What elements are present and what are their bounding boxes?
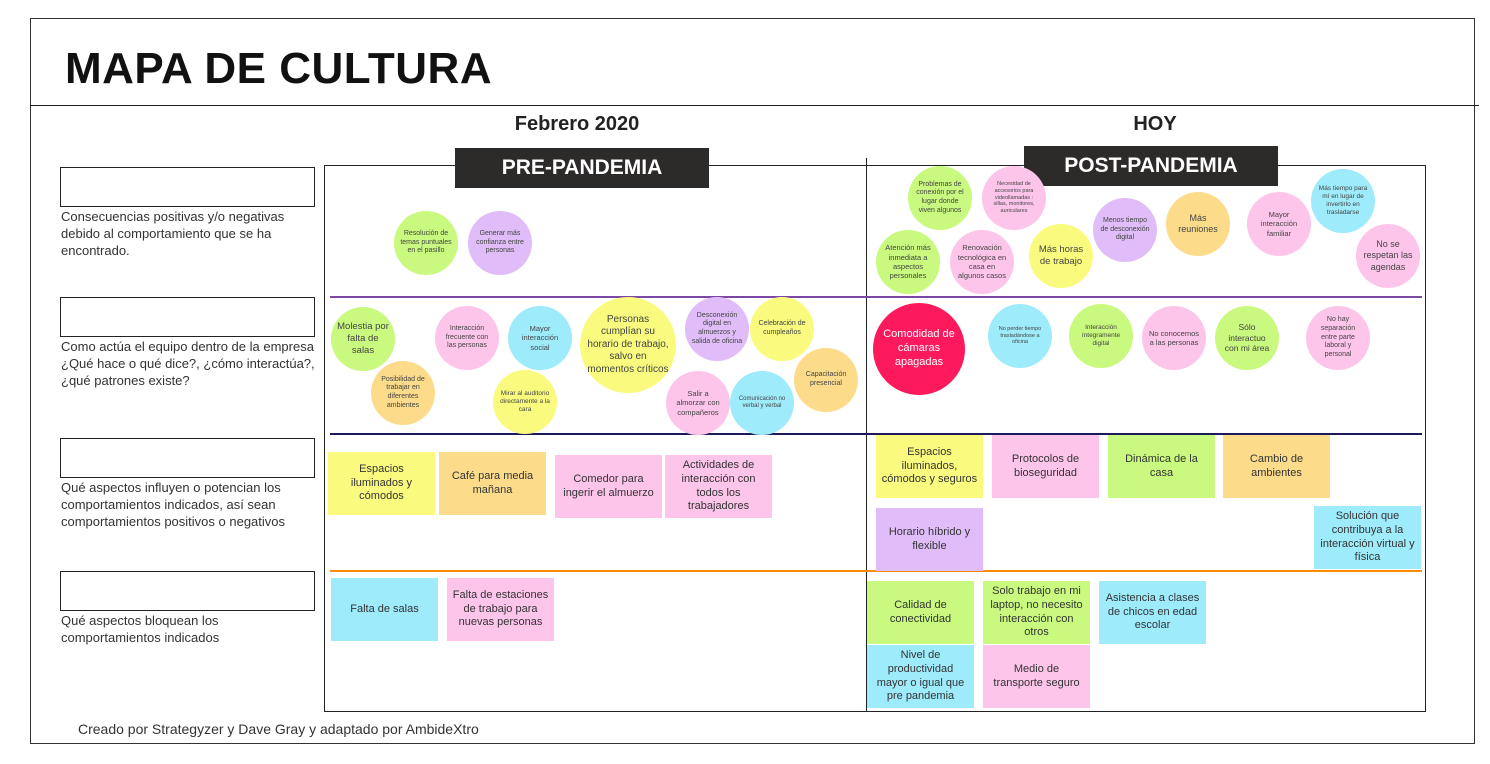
row-label-resultados: 2. RESULTADOS [60,167,315,207]
resultados-post-circle: Atención más inmediata a aspectos person… [876,230,940,294]
comportamientos-post-circle: No conocemos a las personas [1142,306,1206,370]
comportamientos-pre-circle: Posibilidad de trabajar en diferentes am… [371,361,435,425]
deshabilitadores-post-sticky-note: Asistencia a clases de chicos en edad es… [1099,581,1206,644]
habilitadores-pre-sticky-note: Espacios iluminados y cómodos [328,452,435,515]
habilitadores-pre-sticky-note: Comedor para ingerir el almuerzo [555,455,662,518]
row-desc-resultados: Consecuencias positivas y/o negativas de… [61,209,285,258]
credits-footer: Creado por Strategyzer y Dave Gray y ada… [78,721,479,737]
comportamientos-post-circle: Comodidad de cámaras apagadas [873,303,965,395]
habilitadores-post-sticky-note: Solución que contribuya a la interacción… [1314,506,1421,569]
comportamientos-pre-circle: Desconexión digital en almuerzos y salid… [685,297,749,361]
row-label-comportamientos: 1. COMPORTAMIENTOS [60,297,315,337]
habilitadores-pre-sticky-note: Actividades de interacción con todos los… [665,455,772,518]
habilitadores-pre-sticky-note: Café para media mañana [439,452,546,515]
resultados-pre-circle: Resolución de temas puntuales en el pasi… [394,211,458,275]
resultados-post-circle: Más horas de trabajo [1029,224,1093,288]
habilitadores-post-sticky-note: Espacios iluminados, cómodos y seguros [876,435,983,498]
comportamientos-pre-circle: Celebración de cumpleaños [750,297,814,361]
comportamientos-post-circle: No perder tiempo trasladándose a oficina [988,304,1052,368]
map-board [324,165,1426,712]
row-divider-comportamientos [330,433,1422,435]
resultados-post-circle: Problemas de conexión por el lugar donde… [908,166,972,230]
comportamientos-pre-circle: Mayor interacción social [508,306,572,370]
deshabilitadores-pre-sticky-note: Falta de salas [331,578,438,641]
resultados-post-circle: Más tiempo para mí en lugar de invertirl… [1311,169,1375,233]
canvas-frame [30,18,1475,744]
deshabilitadores-post-sticky-note: Nivel de productividad mayor o igual que… [867,645,974,708]
comportamientos-post-circle: Sólo interactuo con mi área [1215,306,1279,370]
page-title: MAPA DE CULTURA [65,44,493,93]
deshabilitadores-post-sticky-note: Medio de transporte seguro [983,645,1090,708]
comportamientos-pre-circle: Interacción frecuente con las personas [435,306,499,370]
comportamientos-post-circle: Interacción íntegramente digital [1069,304,1133,368]
habilitadores-post-sticky-note: Horario híbrido y flexible [876,508,983,571]
resultados-pre-circle: Generar más confianza entre personas [468,211,532,275]
deshabilitadores-pre-sticky-note: Falta de estaciones de trabajo para nuev… [447,578,554,641]
comportamientos-pre-circle: Comunicación no verbal y verbal [730,371,794,435]
pre-date-heading: Febrero 2020 [514,113,640,135]
habilitadores-post-sticky-note: Protocolos de bioseguridad [992,435,1099,498]
row-label-habilitadores: 3. HABILITADORES [60,438,315,478]
row-desc-comportamientos: Como actúa el equipo dentro de la empres… [61,339,315,388]
title-divider [30,105,1479,106]
row-divider-habilitadores [330,570,1422,572]
resultados-post-circle: Más reuniones [1166,192,1230,256]
comportamientos-pre-circle: Salir a almorzar con compañeros [666,371,730,435]
post-pandemia-header: POST-PANDEMIA [1024,146,1278,186]
deshabilitadores-post-sticky-note: Calidad de conectividad [867,581,974,644]
resultados-post-circle: Mayor interacción familiar [1247,192,1311,256]
resultados-post-circle: Necesidad de accesorios para videollamad… [982,166,1046,230]
habilitadores-post-sticky-note: Dinámica de la casa [1108,435,1215,498]
comportamientos-pre-circle: Molestia por falta de salas [331,307,395,371]
comportamientos-pre-circle: Personas cumplían su horario de trabajo,… [580,297,676,393]
resultados-post-circle: No se respetan las agendas [1356,224,1420,288]
row-label-deshabilitadores: 4. DESHABILITADORES [60,571,315,611]
habilitadores-post-sticky-note: Cambio de ambientes [1223,435,1330,498]
row-desc-habilitadores: Qué aspectos influyen o potencian los co… [61,480,286,529]
post-date-heading: HOY [1133,113,1177,135]
pre-pandemia-header: PRE-PANDEMIA [455,148,709,188]
comportamientos-pre-circle: Capacitación presencial [794,348,858,412]
comportamientos-post-circle: No hay separación entre parte laboral y … [1306,306,1370,370]
row-desc-deshabilitadores: Qué aspectos bloquean los comportamiento… [61,613,220,645]
resultados-post-circle: Menos tiempo de desconexión digital [1093,198,1157,262]
comportamientos-pre-circle: Mirar al auditorio directamente a la car… [493,370,557,434]
resultados-post-circle: Renovación tecnológica en casa en alguno… [950,230,1014,294]
deshabilitadores-post-sticky-note: Solo trabajo en mi laptop, no necesito i… [983,581,1090,644]
row-divider-resultados [330,296,1422,298]
